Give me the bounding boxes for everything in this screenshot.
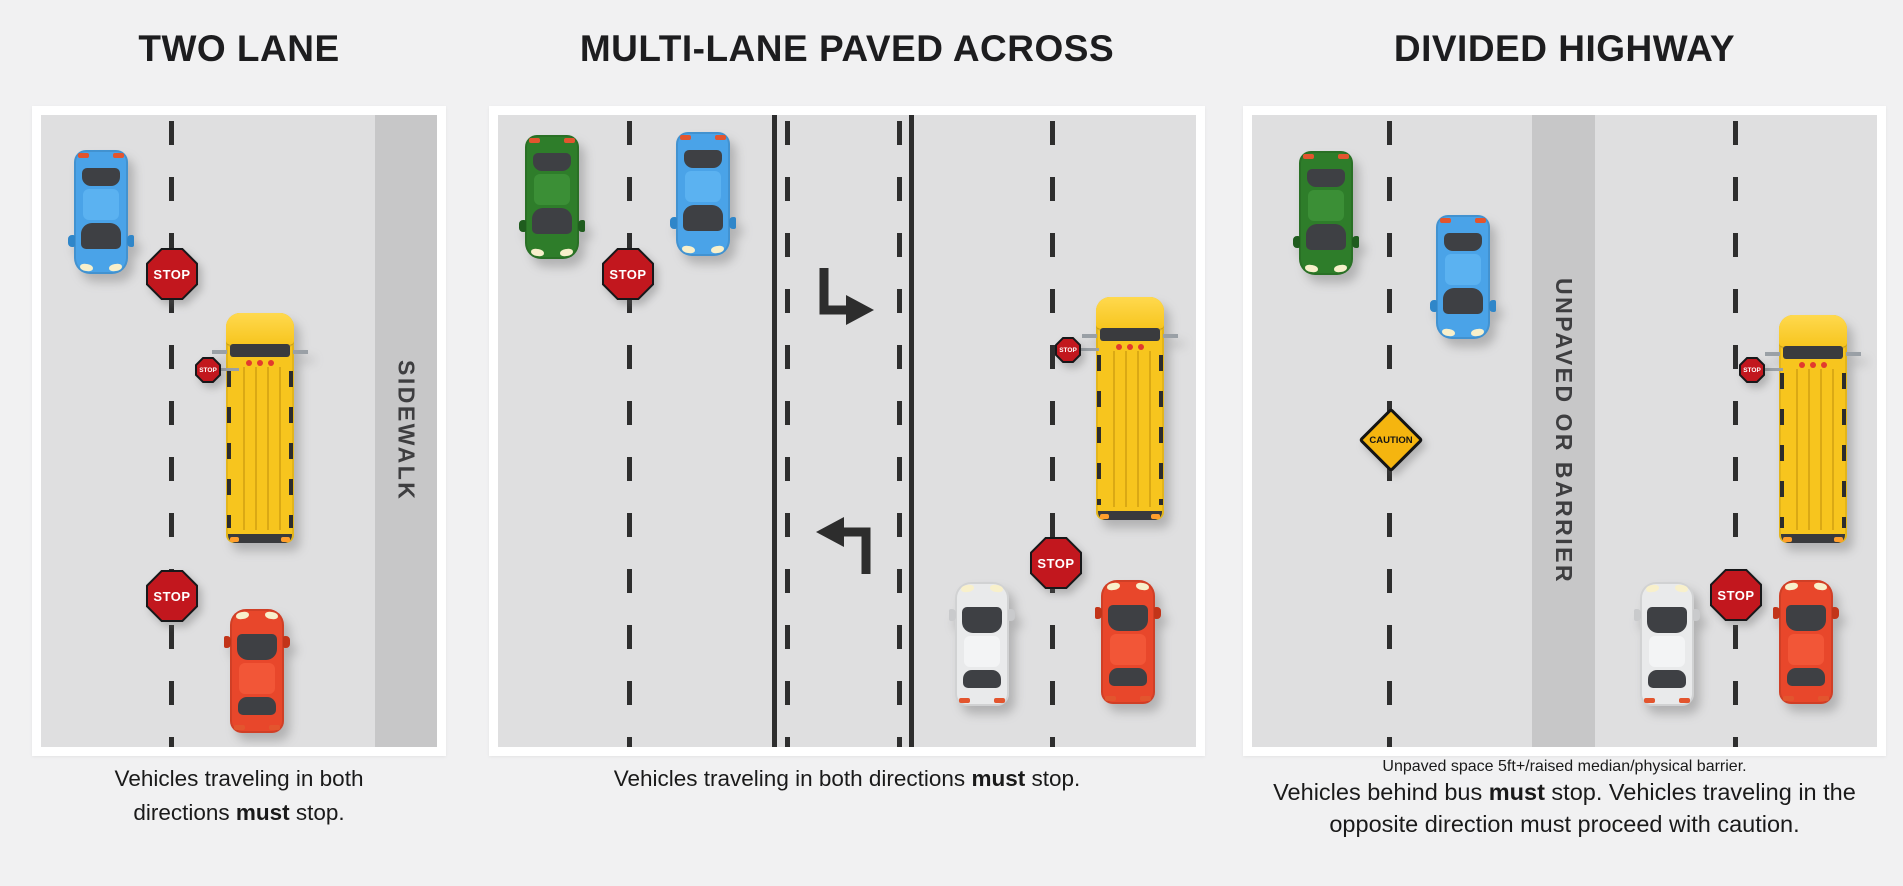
road-multi-lane: STOP STOP (498, 115, 1196, 747)
turn-lane-solid-line-right (909, 115, 914, 747)
panel-divided-highway: UNPAVED OR BARRIER (1243, 106, 1886, 756)
bus-stop-arm-sign: STOP (1059, 346, 1077, 354)
lane-dashed-line-right (1733, 115, 1738, 747)
road-two-lane: SIDEWALK STOP (41, 115, 437, 747)
car-green-oncoming (519, 135, 585, 259)
school-bus (1765, 315, 1861, 543)
car-blue-oncoming (1430, 215, 1496, 339)
stop-sign-following: STOP (1030, 537, 1082, 589)
caution-sign: CAUTION (1358, 407, 1424, 473)
car-red-following (224, 609, 290, 733)
stop-sign-oncoming: STOP (146, 248, 198, 300)
car-white-following (1634, 582, 1700, 706)
bus-stop-arm-sign: STOP (1743, 366, 1761, 374)
bus-stop-arm: STOP (1739, 357, 1783, 383)
median-strip: UNPAVED OR BARRIER (1532, 115, 1595, 747)
stop-sign-following: STOP (1710, 569, 1762, 621)
car-blue-oncoming (68, 150, 134, 274)
panel-title-two-lane: TWO LANE (138, 28, 340, 69)
turn-lane-solid-line-left (772, 115, 777, 747)
lane-dashed-line-right (1050, 115, 1055, 747)
turn-lane-dashed-line-right (897, 115, 902, 747)
bus-stop-arm: STOP (1055, 337, 1099, 363)
panel-title-divided-highway: DIVIDED HIGHWAY (1393, 28, 1736, 69)
car-blue-oncoming (670, 132, 736, 256)
panel-multi-lane: STOP STOP (489, 106, 1205, 756)
left-turn-arrow-down (819, 268, 874, 325)
bus-stop-arm-sign: STOP (199, 366, 217, 374)
panel-title-multi-lane: MULTI-LANE PAVED ACROSS (579, 28, 1115, 69)
caption-multi-lane: Vehicles traveling in both directions mu… (613, 766, 1081, 791)
road-divided-highway: UNPAVED OR BARRIER (1252, 115, 1877, 747)
center-dashed-line (169, 115, 174, 747)
car-red-following (1095, 580, 1161, 704)
lane-dashed-line-left (627, 115, 632, 747)
bus-stop-arm: STOP (195, 357, 239, 383)
left-turn-arrow-up (816, 517, 871, 574)
car-white-following (949, 582, 1015, 706)
car-red-following (1773, 580, 1839, 704)
sidewalk-label: SIDEWALK (393, 360, 420, 502)
panel-two-lane: SIDEWALK STOP (32, 106, 446, 756)
school-bus (1082, 297, 1178, 520)
caption-two-lane: Vehicles traveling in both directions mu… (114, 766, 364, 825)
stop-sign-oncoming: STOP (602, 248, 654, 300)
car-green-oncoming (1293, 151, 1359, 275)
school-bus (212, 313, 308, 543)
sidewalk-strip: SIDEWALK (375, 115, 437, 747)
stop-sign-following: STOP (146, 570, 198, 622)
median-label: UNPAVED OR BARRIER (1551, 277, 1577, 585)
turn-lane-dashed-line-left (785, 115, 790, 747)
note-divided-highway: Unpaved space 5ft+/raised median/physica… (1382, 758, 1747, 775)
caption-divided-highway: Vehicles behind bus must stop. Vehicles … (1273, 779, 1856, 837)
